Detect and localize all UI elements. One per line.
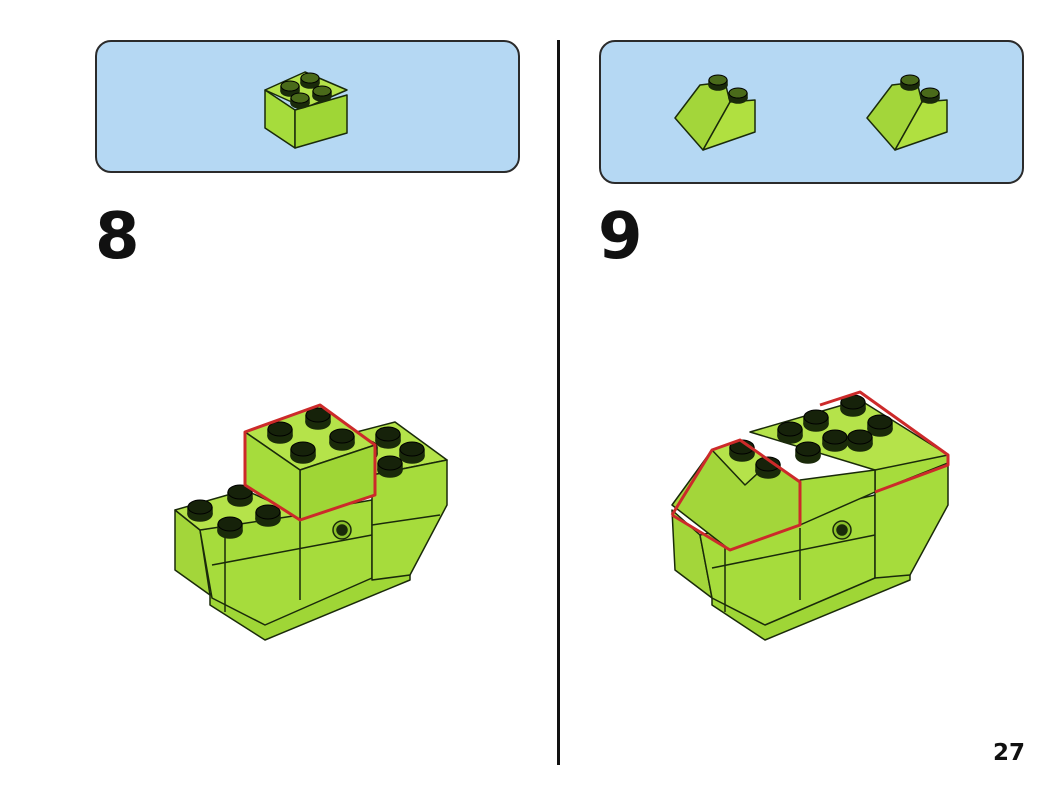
slope-2x2-part-icon [866, 74, 948, 151]
step-number-9: 9 [598, 200, 643, 274]
step-9-model [670, 390, 950, 641]
step-number-8: 8 [95, 200, 140, 274]
parts-box-step-9 [599, 40, 1024, 184]
page-divider [557, 40, 560, 765]
step-8-model [174, 403, 448, 641]
slope-2x2-part-icon [674, 74, 756, 151]
page-number: 27 [993, 740, 1026, 766]
brick-2x2-part-icon [264, 71, 348, 149]
